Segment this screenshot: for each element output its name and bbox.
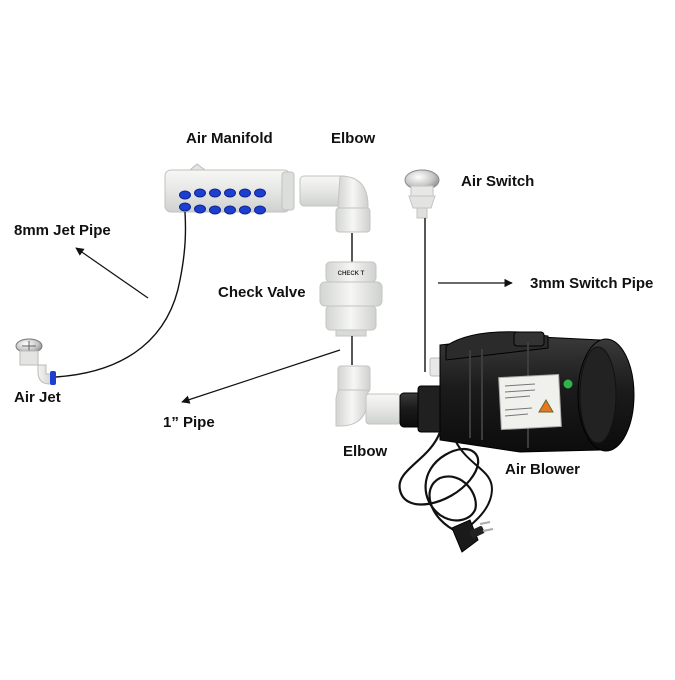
label-switch-pipe: 3mm Switch Pipe: [530, 275, 654, 292]
label-air-switch: Air Switch: [461, 173, 535, 190]
label-air-blower: Air Blower: [505, 461, 581, 478]
air-switch: [404, 169, 440, 219]
air-blower: [399, 331, 635, 453]
label-check-valve: Check Valve: [218, 284, 306, 301]
jet-pipe-arrow: [75, 247, 149, 299]
valve-marking: CHECK T: [338, 271, 365, 277]
power-cord: [398, 431, 493, 536]
label-elbow-top: Elbow: [331, 130, 376, 147]
air-jet: [15, 338, 56, 385]
jet-pipe-line: [55, 211, 187, 378]
label-air-manifold: Air Manifold: [186, 130, 273, 147]
elbow-top: [299, 175, 371, 233]
elbow-bottom: [335, 365, 401, 427]
pipe-1in-arrow: [181, 349, 341, 404]
label-pipe-1in: 1” Pipe: [163, 414, 215, 431]
label-elbow-bottom: Elbow: [343, 443, 388, 460]
label-air-jet: Air Jet: [14, 389, 61, 406]
air-manifold: [164, 163, 295, 215]
check-valve: [319, 261, 383, 337]
label-jet-pipe: 8mm Jet Pipe: [14, 222, 111, 239]
power-plug: [451, 519, 494, 553]
